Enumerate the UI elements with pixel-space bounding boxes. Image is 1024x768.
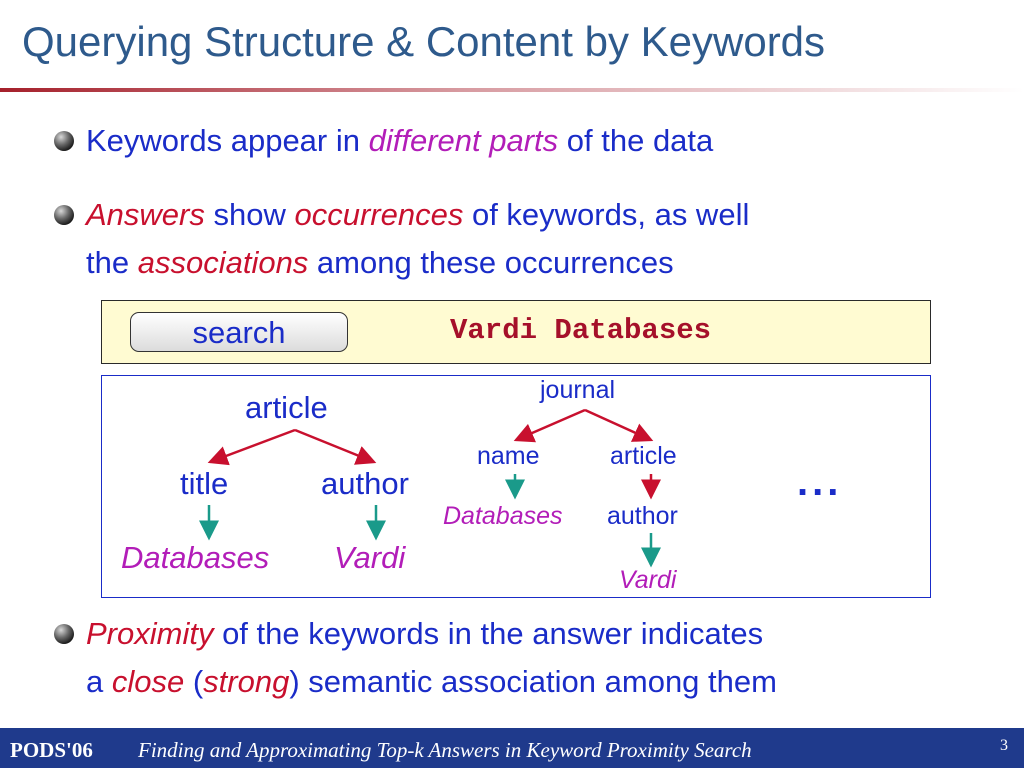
tree2-node-article: article [610, 442, 677, 470]
tree2-value-databases: Databases [443, 502, 563, 530]
edge-journal-article [584, 408, 654, 442]
bullet-2-emphasis-associations: associations [137, 245, 309, 280]
search-query: Vardi Databases [450, 314, 712, 347]
bullet-3-line-2: a close (strong) semantic association am… [86, 659, 777, 705]
bullet-icon [54, 624, 74, 644]
bullet-3-part-7: ) semantic association among them [289, 664, 777, 699]
bullet-2-part-2: show [204, 197, 295, 232]
bullet-2-emphasis-occurrences: occurrences [294, 197, 464, 232]
tree1-root-article: article [245, 390, 328, 425]
bullet-3-emphasis-proximity: Proximity [86, 616, 214, 651]
tree1-node-author: author [321, 466, 409, 501]
slide-title: Querying Structure & Content by Keywords [22, 18, 826, 65]
bullet-1-text: Keywords appear in different parts of th… [86, 118, 713, 164]
edge-article-author [294, 428, 377, 465]
edge-journal-name [513, 408, 586, 443]
bullet-icon [54, 205, 74, 225]
bullet-2-part-5: the [86, 245, 138, 280]
bullet-3-emphasis-strong: strong [203, 664, 290, 699]
bullet-2-emphasis-answers: Answers [86, 197, 205, 232]
bullet-3-emphasis-close: close [111, 664, 185, 699]
bullet-3-part-5: ( [184, 664, 204, 699]
tree2-node-author: author [607, 502, 678, 530]
bullet-2-line-2: the associations among these occurrences [86, 240, 674, 286]
ellipsis: ... [797, 460, 843, 504]
tree2-node-name: name [477, 442, 540, 470]
bullet-2-line-1: Answers show occurrences of keywords, as… [86, 192, 749, 238]
bullet-1-emphasis: different parts [368, 123, 559, 158]
tree1-value-databases: Databases [121, 540, 270, 575]
search-button[interactable]: search [130, 312, 348, 352]
edge-article-title [207, 428, 296, 466]
bullet-2-part-7: among these occurrences [308, 245, 674, 280]
tree1-value-vardi: Vardi [334, 540, 406, 575]
footer-conference: PODS'06 [10, 738, 93, 762]
title-underline [0, 88, 1024, 92]
bullet-icon [54, 131, 74, 151]
bullet-1-part-1: Keywords appear in [86, 123, 369, 158]
page-number: 3 [1000, 737, 1008, 754]
footer-paper-title: Finding and Approximating Top-k Answers … [138, 738, 752, 762]
bullet-3-part-2: of the keywords in the answer indicates [213, 616, 764, 651]
tree2-root-journal: journal [540, 376, 616, 404]
tree1-node-title: title [180, 466, 229, 501]
bullet-1-part-3: of the data [558, 123, 714, 158]
footer-bar [0, 728, 1024, 768]
bullet-2-part-4: of keywords, as well [463, 197, 750, 232]
bullet-3-line-1: Proximity of the keywords in the answer … [86, 611, 763, 657]
bullet-3-part-3: a [86, 664, 112, 699]
tree2-value-vardi: Vardi [619, 566, 677, 594]
answer-trees-box [101, 375, 931, 598]
